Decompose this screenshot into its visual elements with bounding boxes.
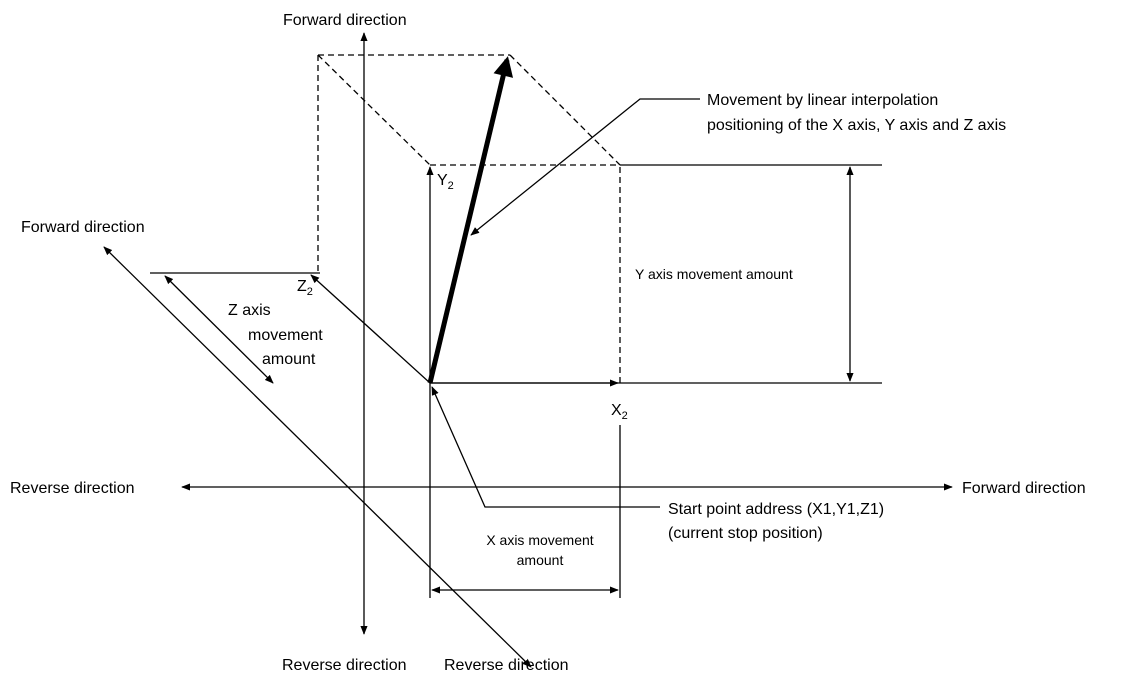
start-point-label-line1: Start point address (X1,Y1,Z1) <box>668 501 884 518</box>
start-point-label-line2: (current stop position) <box>668 525 823 542</box>
z-axis-line <box>103 246 532 668</box>
y2-label: Y2 <box>437 172 454 192</box>
construction-box <box>317 54 621 383</box>
x2-label: X2 <box>611 402 628 422</box>
local-z-axis-line <box>310 274 431 384</box>
z-forward-label: Forward direction <box>21 219 145 236</box>
z-movement-dimension <box>164 275 274 384</box>
movement-label-line2: positioning of the X axis, Y axis and Z … <box>707 117 1006 134</box>
start-point-leader-line <box>431 386 660 508</box>
z-movement-amount-line3: amount <box>262 351 316 368</box>
x-movement-amount-line2: amount <box>517 552 564 568</box>
x-movement-amount-line1: X axis movement <box>486 532 593 548</box>
z-movement-amount-line1: Z axis <box>228 302 271 319</box>
z2-label: Z2 <box>297 278 313 298</box>
y-movement-amount-label: Y axis movement amount <box>635 266 793 282</box>
interpolation-movement-vector <box>427 56 514 384</box>
x-reverse-label: Reverse direction <box>10 480 135 497</box>
y-reverse-label: Reverse direction <box>282 657 407 674</box>
x-forward-label: Forward direction <box>962 480 1086 497</box>
y-forward-label: Forward direction <box>283 12 407 29</box>
z-reverse-label: Reverse direction <box>444 657 569 674</box>
movement-leader-line <box>470 98 700 236</box>
z-movement-amount-line2: movement <box>248 327 323 344</box>
movement-label-line1: Movement by linear interpolation <box>707 92 938 109</box>
